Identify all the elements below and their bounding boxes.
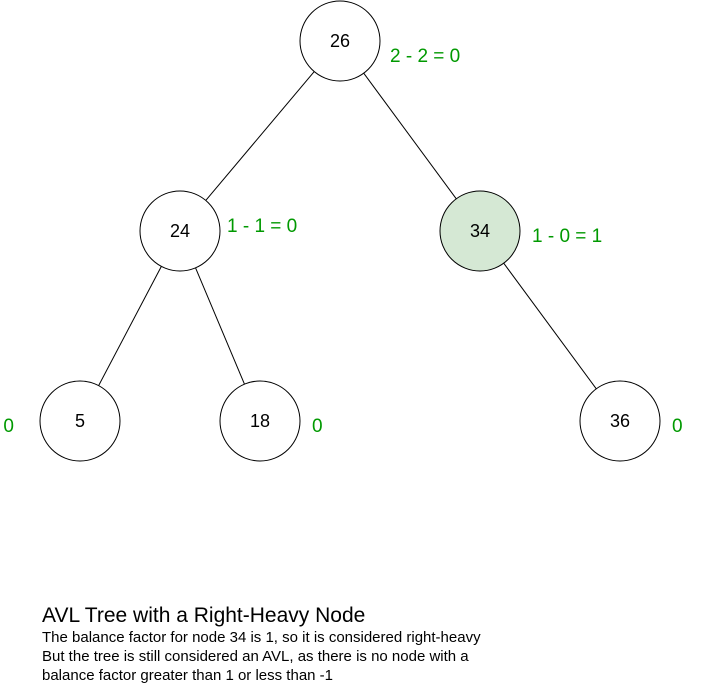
- caption-line-2: But the tree is still considered an AVL,…: [42, 648, 469, 665]
- node-circle: [299, 0, 381, 82]
- node-value-label: 18: [250, 411, 270, 431]
- node-value-label: 26: [330, 31, 350, 51]
- avl-tree-diagram: 26 24 34 5 18 36 2 - 2 = 0 1 - 1 = 0 1 - 0 = 1 0…: [3, 0, 683, 462]
- caption: AVL Tree with a Right-Heavy Node The bal…: [42, 604, 602, 685]
- nodes-layer: 26 24 34 5 18 36: [39, 0, 661, 462]
- balance-factor-18: 0: [312, 416, 323, 437]
- caption-title: AVL Tree with a Right-Heavy Node: [42, 604, 366, 627]
- balance-factor-layer: 2 - 2 = 0 1 - 1 = 0 1 - 0 = 1 0 0 0: [3, 46, 682, 437]
- node-value-label: 24: [170, 221, 190, 241]
- node-circle: [219, 380, 301, 462]
- node-value-label: 34: [470, 221, 490, 241]
- node-circle: [579, 380, 661, 462]
- caption-line-1: The balance factor for node 34 is 1, so …: [42, 629, 481, 646]
- tree-node-26: 26: [299, 0, 381, 82]
- balance-factor-24: 1 - 1 = 0: [227, 216, 297, 237]
- node-circle: [39, 380, 121, 462]
- balance-factor-36: 0: [672, 416, 683, 437]
- edges-layer: [98, 71, 597, 390]
- edge-34-36: [503, 262, 597, 390]
- tree-node-5: 5: [39, 380, 121, 462]
- tree-node-36: 36: [579, 380, 661, 462]
- balance-factor-34: 1 - 0 = 1: [532, 226, 602, 247]
- tree-node-24: 24: [139, 190, 221, 272]
- node-circle: [139, 190, 221, 272]
- edge-24-5: [98, 266, 162, 386]
- caption-line-3: balance factor greater than 1 or less th…: [42, 667, 334, 684]
- node-value-label: 36: [610, 411, 630, 431]
- edge-26-34: [363, 72, 457, 200]
- balance-factor-26: 2 - 2 = 0: [390, 46, 460, 67]
- edge-24-18: [195, 267, 245, 385]
- tree-node-18: 18: [219, 380, 301, 462]
- highlighted-node-circle: [439, 190, 521, 272]
- tree-node-34: 34: [439, 190, 521, 272]
- balance-factor-5: 0: [3, 416, 14, 437]
- node-value-label: 5: [75, 411, 85, 431]
- edge-26-24: [205, 71, 315, 201]
